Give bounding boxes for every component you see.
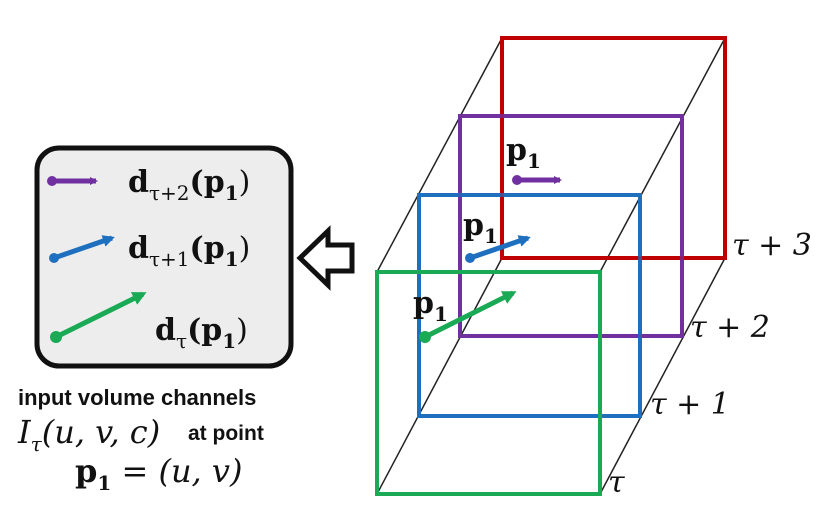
frame-tau — [375, 270, 602, 496]
blue-arrow-icon — [53, 235, 115, 261]
caption-line-2-text: at point — [188, 422, 264, 445]
point-label-purple: p1 — [506, 133, 541, 173]
green-displacement-arrow-icon — [423, 290, 517, 340]
frame-label-tau: τ — [608, 465, 625, 500]
legend-label-3: dτ(p1) — [155, 313, 248, 353]
point-p1-tau: p1 — [413, 286, 517, 343]
point-p1-tau-plus-2: p1 — [506, 133, 562, 185]
frame-tau-plus-1 — [417, 193, 642, 418]
volume-depth-edges — [376, 37, 726, 495]
legend-row-tau: dτ(p1) — [50, 291, 248, 353]
point-p1-tau-plus-1: p1 — [463, 208, 531, 263]
frame-volume — [375, 36, 727, 496]
point-label-blue: p1 — [463, 208, 498, 248]
legend-row-tau-plus-2: dτ+2(p1) — [47, 165, 250, 205]
point-label-green: p1 — [413, 286, 448, 326]
hollow-left-arrow-icon — [296, 225, 355, 291]
legend-row-tau-plus-1: dτ+1(p1) — [49, 231, 250, 271]
legend-label-2: dτ+1(p1) — [128, 231, 250, 271]
frame-tau-plus-2 — [458, 114, 684, 338]
frame-tau-plus-3 — [500, 36, 727, 260]
green-arrow-icon — [54, 291, 147, 340]
blue-displacement-arrow-icon — [469, 235, 531, 261]
caption-line-2-math: Iτ(u, v, c) — [17, 413, 160, 456]
frame-label-tau-plus-1: τ + 1 — [650, 387, 730, 422]
caption-line-1: input volume channels — [18, 385, 256, 410]
caption-line-3: p1 = (u, v) — [75, 452, 242, 495]
caption: input volume channels Iτ(u, v, c) at poi… — [17, 385, 264, 495]
displacement-legend-panel: dτ+2(p1) dτ+1(p1) dτ(p1) — [34, 145, 294, 369]
frame-label-tau-plus-3: τ + 3 — [732, 228, 812, 263]
legend-label-1: dτ+2(p1) — [128, 165, 250, 205]
frame-label-tau-plus-2: τ + 2 — [690, 310, 770, 345]
hidden-edges — [417, 38, 725, 418]
